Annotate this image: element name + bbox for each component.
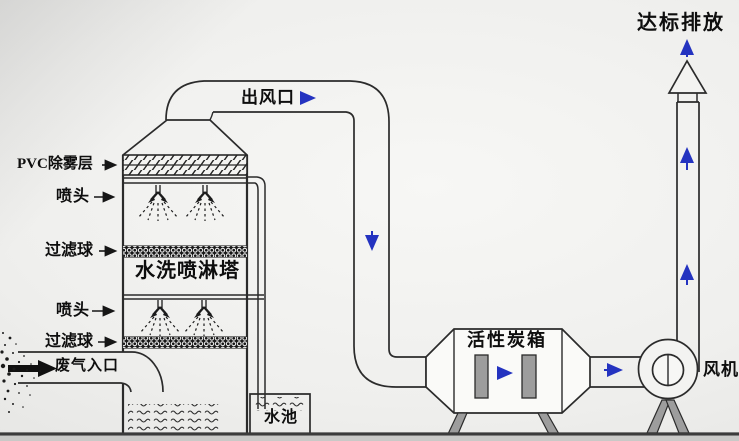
label-water-pool: 水池: [264, 409, 299, 426]
label-spray-head-bottom: 喷头: [56, 302, 91, 319]
pvc-demister-layer: [122, 154, 248, 184]
carbon-plate-right: [521, 354, 537, 399]
stack-duct: [676, 101, 700, 372]
label-fan: 风机: [703, 360, 739, 379]
label-filter-ball-top: 过滤球: [45, 242, 94, 259]
fan-leg-left: [646, 399, 671, 434]
spray-heads-lower: [138, 298, 226, 338]
carbon-box-leg-left: [447, 412, 468, 435]
label-filter-ball-bottom: 过滤球: [45, 333, 94, 350]
filter-ball-layer-upper: [122, 245, 248, 258]
tower-hood: [122, 119, 248, 156]
label-pointers: [92, 159, 118, 348]
label-air-outlet: 出风口: [241, 88, 295, 107]
waste-gas-inlet-arrow-icon: [8, 360, 57, 377]
tower-water: [128, 404, 221, 433]
water-pool-tank: [249, 393, 311, 433]
carbon-box-leg-right: [537, 412, 561, 435]
label-carbon-box: 活性炭箱: [467, 330, 547, 350]
fan-inlet-duct: [590, 356, 646, 388]
label-pvc-demister: PVC除雾层: [17, 156, 93, 172]
fan-shape: [637, 338, 699, 434]
label-tower-name: 水洗喷淋塔: [135, 260, 240, 282]
filter-ball-layer-lower: [122, 336, 248, 349]
carbon-plate-left: [474, 354, 489, 399]
inlet-duct: [18, 351, 164, 393]
fan-leg-right: [665, 399, 690, 434]
drain-pipe: [247, 176, 266, 409]
ground-line: [0, 432, 739, 441]
label-discharge: 达标排放: [637, 12, 725, 34]
flow-arrows: [300, 39, 694, 380]
waste-gas-speckles: [0, 332, 41, 413]
label-spray-head-top: 喷头: [56, 188, 91, 205]
section-divider: [123, 294, 264, 300]
stack-cone: [667, 59, 708, 102]
label-waste-gas-inlet: 废气入口: [55, 358, 120, 374]
spray-heads-upper: [136, 183, 227, 223]
